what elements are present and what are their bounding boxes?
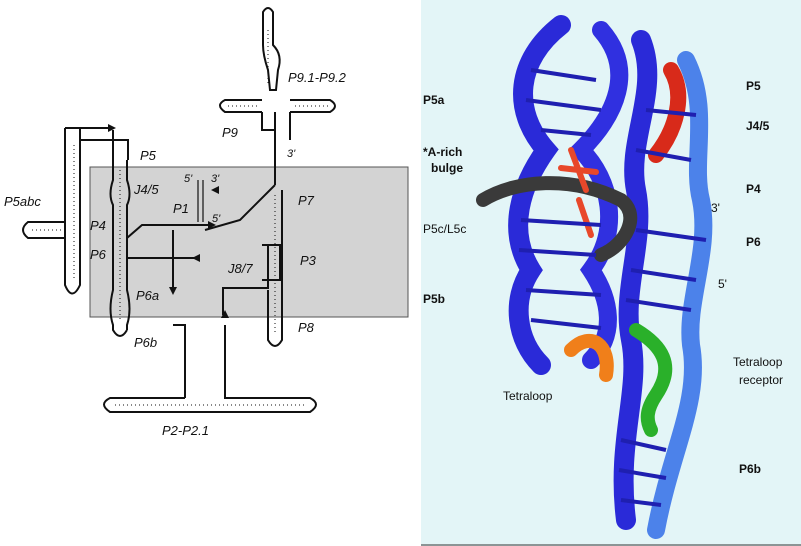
p3-connector: [222, 245, 269, 315]
label-p7: P7: [298, 193, 315, 208]
core-box: [89, 166, 409, 318]
label-p5abc: P5abc: [4, 194, 41, 209]
label-p5: P5: [140, 148, 157, 163]
label-tetraloop-receptor-line1: Tetraloop: [733, 355, 783, 369]
label-5prime: 5': [718, 277, 727, 291]
helix-left-backbone: [508, 15, 571, 375]
label-p5b: P5b: [423, 292, 445, 306]
p5abc-top-inner: [80, 139, 129, 160]
p5abc-side-arm: [22, 221, 65, 239]
p4-p6-stem-left: [109, 130, 128, 337]
tetraloop-segment: [564, 333, 614, 382]
label-tetraloop-receptor-line2: receptor: [739, 373, 783, 387]
label-j4-5: J4/5: [746, 119, 770, 133]
label-3prime-top: 3': [287, 148, 296, 160]
label-5prime-p1: 5': [212, 213, 221, 225]
base-pairs: [518, 68, 707, 507]
label-a-rich-line1: *A-rich: [423, 145, 462, 159]
p9-2-arm-right: [290, 99, 336, 113]
p6-left-turn: [126, 224, 208, 239]
secondary-structure-diagram: P9.1-P9.2 P9 3' P5 P5abc J4/5 5' 3' P1 5…: [4, 7, 409, 438]
label-p6b: P6b: [134, 335, 157, 350]
p4-p6-stem-right: [126, 160, 131, 330]
label-5prime-inner: 5': [184, 173, 193, 185]
label-p6: P6: [90, 247, 107, 262]
tertiary-structure-image: P5a P5 J4/5 *A-rich bulge P4 3' P5c/L5c …: [421, 0, 801, 546]
p5c-l5c-segment: [476, 176, 638, 262]
p5abc-stem: [64, 128, 81, 295]
label-p6a: P6a: [136, 288, 159, 303]
arrow-j6: [192, 254, 200, 262]
label-p3: P3: [300, 253, 317, 268]
label-j8-7: J8/7: [227, 261, 253, 276]
label-a-rich-line2: bulge: [431, 161, 463, 175]
arrow-p1-inner: [211, 186, 219, 194]
p9-1-stem: [262, 7, 281, 91]
p3-bracket: [262, 244, 281, 281]
label-p2-p2-1: P2-P2.1: [162, 423, 209, 438]
label-p4: P4: [746, 182, 761, 196]
p9-stem: [261, 112, 276, 131]
label-p9: P9: [222, 125, 238, 140]
label-p6b: P6b: [739, 462, 761, 476]
label-p5: P5: [746, 79, 761, 93]
arrow-p6-turn: [208, 221, 216, 229]
label-p6: P6: [746, 235, 761, 249]
label-3prime: 3': [711, 201, 720, 215]
a-rich-bulge: [558, 147, 599, 238]
label-p5c-l5c: P5c/L5c: [423, 222, 466, 236]
p2-connector: [173, 324, 186, 398]
tetraloop-receptor-segment: [629, 323, 673, 437]
label-p4: P4: [90, 218, 106, 233]
arrow-p2-up: [221, 310, 229, 318]
p2-p2-1-stem: [103, 355, 317, 413]
helix-right-backbone-2: [647, 51, 713, 539]
label-p1: P1: [173, 201, 189, 216]
p7-to-p3: [204, 184, 276, 231]
pairing-ticks: [32, 30, 328, 406]
p8-stem: [267, 190, 283, 347]
label-tetraloop: Tetraloop: [503, 389, 553, 403]
label-p8: P8: [298, 320, 315, 335]
label-p5a: P5a: [423, 93, 445, 107]
arrow-p1-down: [169, 287, 177, 295]
p9-2-arm-left: [219, 99, 262, 113]
label-3prime-inner: 3': [211, 173, 220, 185]
label-p9-1-p9-2: P9.1-P9.2: [288, 70, 347, 85]
arrow-p5-top: [108, 124, 116, 132]
label-j4-5: J4/5: [133, 182, 159, 197]
